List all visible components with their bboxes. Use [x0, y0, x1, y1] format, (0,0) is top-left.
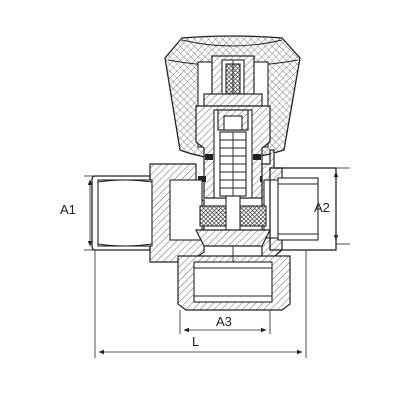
dimension-l: L — [94, 250, 307, 358]
outlet-connector-right — [269, 167, 337, 251]
dimension-a3: A3 — [179, 310, 271, 334]
label-a1: A1 — [60, 202, 76, 217]
bonnet — [195, 105, 271, 199]
label-l: L — [192, 334, 199, 349]
label-a2: A2 — [314, 200, 330, 215]
inlet-connector-left — [91, 175, 153, 251]
dimension-a2: A2 — [314, 167, 350, 245]
bottom-connector — [177, 246, 291, 311]
spindle-top — [203, 55, 263, 107]
stem-threads — [219, 131, 247, 197]
valve-disc — [195, 195, 271, 247]
label-a3: A3 — [216, 314, 232, 329]
dimension-a1: A1 — [60, 175, 95, 251]
